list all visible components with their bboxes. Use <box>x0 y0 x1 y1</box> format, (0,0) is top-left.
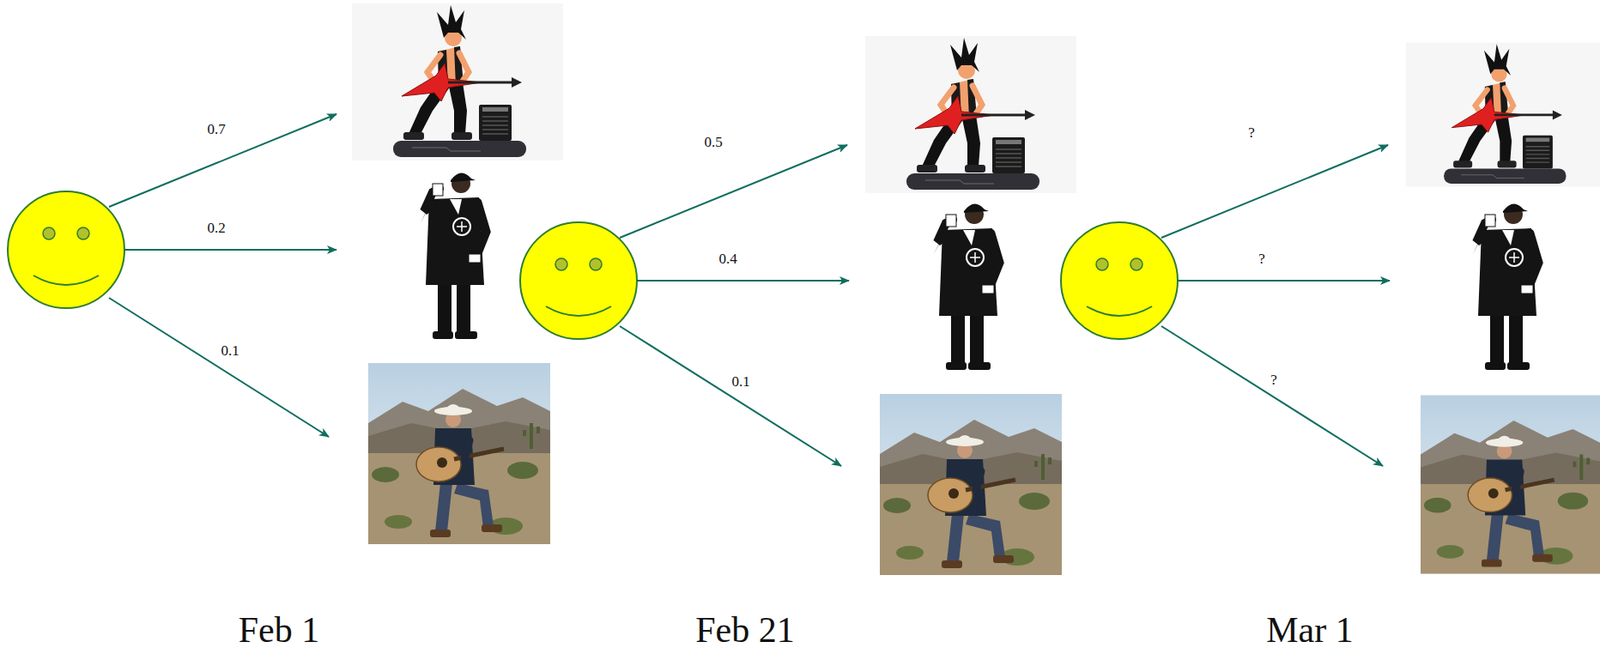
artist-pictures <box>351 3 1600 576</box>
date-label: Feb 21 <box>692 609 798 651</box>
arrow <box>1177 279 1390 282</box>
rapper <box>933 203 1000 370</box>
rock-guitarist <box>351 3 564 161</box>
probability-label: ? <box>1245 124 1258 142</box>
probability-label: 0.2 <box>204 219 228 237</box>
probability-label: 0.5 <box>701 133 725 152</box>
arrow <box>619 145 848 238</box>
country-singer <box>1420 394 1600 574</box>
country-singer <box>368 363 551 545</box>
arrows <box>109 114 1390 467</box>
arrow <box>1161 326 1383 467</box>
probability-label: 0.4 <box>715 250 740 268</box>
country-singer <box>879 393 1062 576</box>
arrow <box>109 297 329 437</box>
arrow <box>109 114 337 207</box>
rock-guitarist <box>865 36 1077 194</box>
probability-label: ? <box>1267 371 1280 389</box>
probability-label: ? <box>1255 250 1268 268</box>
date-label: Feb 1 <box>236 609 323 651</box>
smiley-face <box>7 191 125 309</box>
probability-label: 0.1 <box>728 373 752 391</box>
arrow <box>619 326 842 467</box>
arrow <box>636 279 849 282</box>
probability-label: 0.7 <box>204 121 228 139</box>
rapper <box>420 172 486 340</box>
arrow <box>124 248 337 251</box>
smiley-face <box>1060 222 1178 340</box>
smiley-face <box>520 222 637 340</box>
probability-label: 0.1 <box>218 342 242 360</box>
date-label: Mar 1 <box>1263 609 1356 651</box>
arrow <box>1161 145 1388 238</box>
rock-guitarist <box>1406 42 1600 187</box>
rapper <box>1472 203 1539 370</box>
